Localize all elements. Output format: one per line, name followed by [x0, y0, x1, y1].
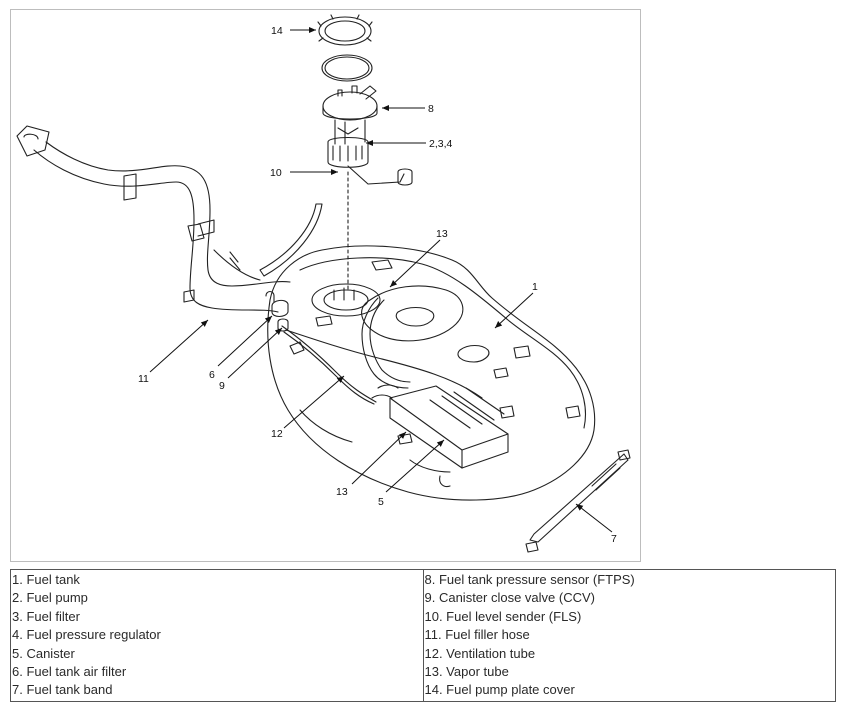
ventilation-tube	[281, 325, 377, 405]
legend-item: 8. Fuel tank pressure sensor (FTPS)	[424, 572, 635, 587]
legend-item: 5. Canister	[12, 645, 75, 661]
callout-7: 7	[611, 533, 617, 545]
legend-item: 7. Fuel tank band	[12, 682, 113, 698]
callout-6: 6	[209, 369, 215, 381]
legend-item: 2. Fuel pump	[12, 590, 88, 606]
legend-item: 4. Fuel pressure regulator	[12, 627, 161, 643]
callout-8: 8	[428, 103, 434, 115]
fuel-filler-neck	[16, 125, 291, 313]
legend-item: 6. Fuel tank air filter	[12, 663, 127, 679]
gasket-ring	[321, 54, 373, 82]
canister	[371, 384, 509, 488]
callout-2-3-4: 2,3,4	[429, 138, 453, 150]
fuel-level-sender	[347, 165, 413, 186]
leader-9	[227, 327, 283, 379]
legend-item: 9. Canister close valve (CCV)	[424, 590, 596, 606]
legend-column-left: 1. Fuel tank 2. Fuel pump 3. Fuel filter…	[11, 570, 424, 701]
callout-13-upper: 13	[436, 228, 448, 240]
leader-1	[494, 292, 534, 329]
pump-body	[327, 119, 369, 168]
callout-9: 9	[219, 380, 225, 392]
leader-11	[149, 319, 209, 373]
callout-12: 12	[271, 428, 283, 440]
leader-12	[283, 375, 345, 429]
parts-legend: 1. Fuel tank 2. Fuel pump 3. Fuel filter…	[10, 569, 836, 702]
leader-13-lower	[351, 431, 407, 485]
tank-band-upper	[229, 203, 323, 277]
legend-item: 13. Vapor tube	[424, 663, 509, 679]
callout-1: 1	[532, 281, 538, 293]
figure-frame	[10, 9, 641, 562]
fuel-system-diagram: 14 8 2,3,4 10 13 1 11 6 9 12 13 5 7	[16, 14, 631, 553]
callout-14: 14	[271, 25, 283, 37]
legend-item: 14. Fuel pump plate cover	[424, 682, 575, 698]
callout-10: 10	[270, 167, 282, 179]
callout-11: 11	[138, 373, 149, 385]
legend-item: 12. Ventilation tube	[424, 645, 536, 661]
legend-item: 3. Fuel filter	[12, 608, 80, 624]
pump-module-top	[322, 85, 378, 121]
callout-5: 5	[378, 496, 384, 508]
legend-item: 1. Fuel tank	[12, 572, 80, 587]
callout-13-lower: 13	[336, 486, 348, 498]
legend-column-right: 8. Fuel tank pressure sensor (FTPS) 9. C…	[424, 570, 836, 701]
fuel-tank	[267, 245, 596, 501]
leader-7	[575, 503, 613, 533]
leader-5	[385, 439, 445, 493]
legend-item: 10. Fuel level sender (FLS)	[424, 608, 582, 624]
pump-plate-cover	[317, 14, 373, 46]
tank-band-lower	[525, 449, 631, 553]
leader-13-upper	[389, 239, 441, 288]
leader-6	[217, 315, 273, 367]
legend-item: 11. Fuel filler hose	[424, 627, 530, 643]
